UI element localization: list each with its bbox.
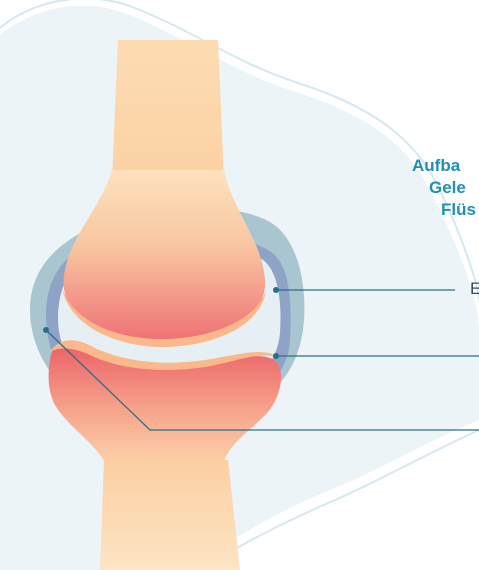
leader-dot-membrane (43, 327, 49, 333)
lower-bone-shaft (100, 460, 240, 570)
title-line-2: Gele (412, 177, 479, 199)
capsule-label: E (470, 279, 479, 299)
title-line-3: Flüs (412, 199, 479, 221)
upper-bone-shaft (112, 40, 224, 180)
leader-dot-cartilage (273, 353, 279, 359)
leader-dot-capsule (273, 287, 279, 293)
title-line-1: Aufba (412, 155, 479, 177)
diagram-title: Aufba Gele Flüs (412, 155, 479, 221)
